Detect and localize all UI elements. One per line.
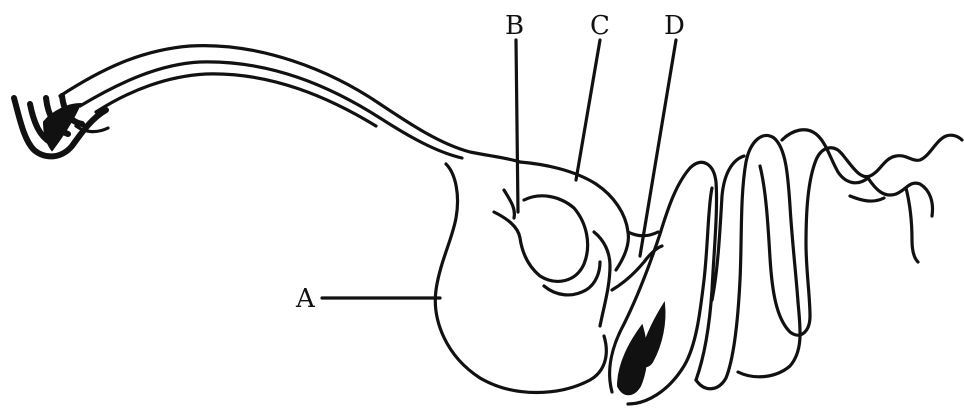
label-d: D [664, 11, 685, 41]
scrotum-outline [435, 164, 606, 393]
label-a: A [295, 284, 316, 314]
leader-line-d [640, 40, 676, 256]
leader-line-b [516, 40, 518, 212]
testis-head-b [494, 190, 588, 281]
leader-line-c [576, 40, 600, 180]
trailing-ducts [842, 135, 962, 262]
coiled-left-end [14, 96, 108, 156]
label-c: C [590, 11, 610, 41]
duct-junction-d [612, 232, 662, 290]
label-b: B [505, 11, 524, 41]
vas-deferens [60, 46, 520, 162]
epididymis-c [520, 162, 628, 326]
convoluted-tubules [610, 130, 868, 404]
